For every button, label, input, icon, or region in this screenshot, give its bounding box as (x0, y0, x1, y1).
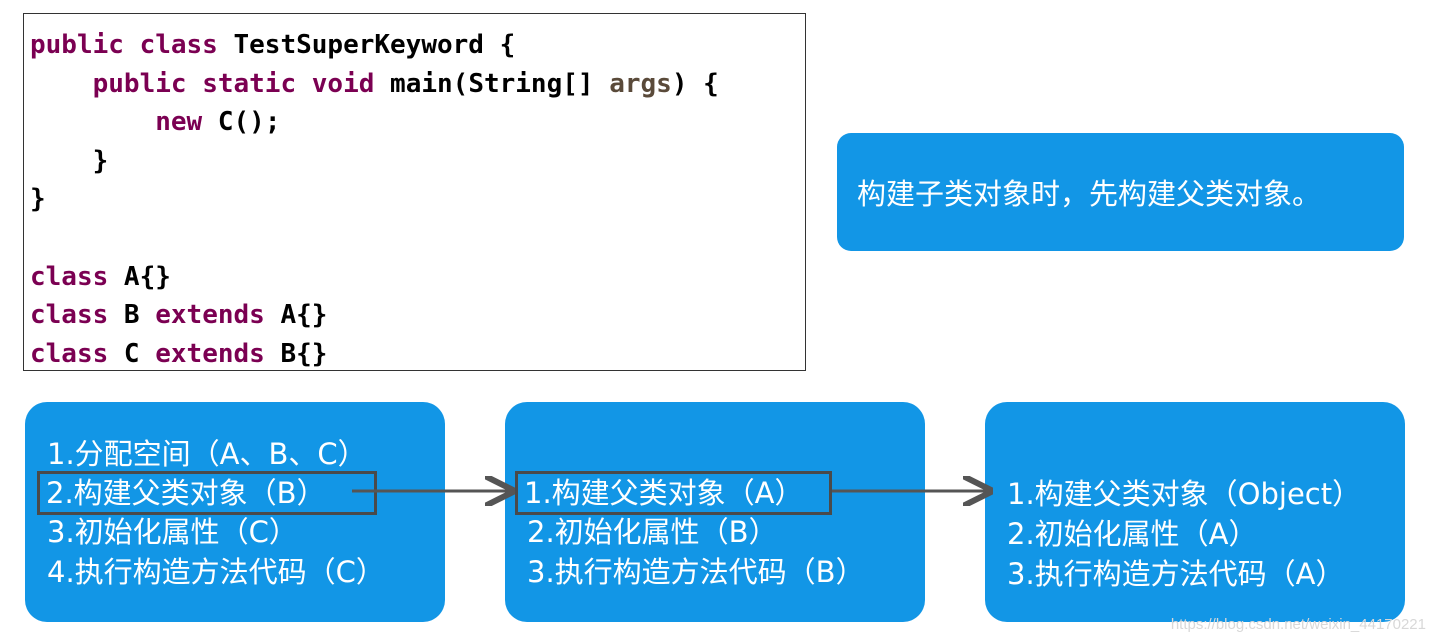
code-line: public static void main(String[] args) { (30, 65, 805, 104)
code-token: B (123, 300, 156, 331)
code-keyword: class (30, 261, 124, 292)
code-token: } (30, 145, 109, 176)
code-line: } (30, 142, 805, 181)
code-panel: public class TestSuperKeyword { public s… (23, 13, 806, 371)
code-keyword: extends (155, 338, 281, 369)
code-keyword: class (30, 300, 124, 331)
code-token: C(); (217, 107, 281, 138)
code-line: class B extends A{} (30, 296, 805, 335)
code-token: args (609, 68, 672, 99)
step-b-1-highlight: 1.构建父类对象（A） (515, 471, 832, 515)
code-keyword: public static void (92, 68, 391, 99)
step-box-c: 1.分配空间（A、B、C） 2.构建父类对象（B） 3.初始化属性（C） 4.执… (25, 402, 445, 622)
code-line: } (30, 180, 805, 219)
code-keyword: new (155, 107, 218, 138)
code-keyword: extends (155, 300, 281, 331)
step-box-b: 1.构建父类对象（A） 2.初始化属性（B） 3.执行构造方法代码（B） (505, 402, 925, 622)
step-c-2-highlight: 2.构建父类对象（B） (37, 471, 377, 515)
note-text: 构建子类对象时，先构建父类对象。 (857, 177, 1322, 211)
code-line: class A{} (30, 258, 805, 297)
step-a-2: 2.初始化属性（A） (1007, 517, 1258, 551)
step-c-4: 4.执行构造方法代码（C） (47, 555, 385, 589)
step-box-a: 1.构建父类对象（Object） 2.初始化属性（A） 3.执行构造方法代码（A… (985, 402, 1405, 622)
step-a-3: 3.执行构造方法代码（A） (1007, 557, 1345, 591)
code-token: B{} (280, 338, 328, 369)
code-token: main(String[] (390, 68, 610, 99)
code-token: TestSuperKeyword { (233, 30, 516, 60)
code-line: class C extends B{} (30, 335, 805, 374)
code-line: new C(); (30, 103, 805, 142)
code-line: public class TestSuperKeyword { (30, 26, 805, 65)
watermark: https://blog.csdn.net/weixin_44170221 (1170, 616, 1426, 633)
code-token: } (30, 184, 46, 215)
step-b-2: 2.初始化属性（B） (527, 515, 778, 549)
code-token: A{} (280, 300, 328, 331)
note-box: 构建子类对象时，先构建父类对象。 (837, 133, 1404, 251)
code-keyword: class (30, 338, 124, 369)
step-b-3: 3.执行构造方法代码（B） (527, 555, 865, 589)
code-token: A{} (123, 261, 171, 292)
step-a-1: 1.构建父类对象（Object） (1007, 477, 1362, 511)
code-token: C (123, 338, 156, 369)
step-c-1: 1.分配空间（A、B、C） (47, 437, 367, 471)
code-keyword: public class (30, 30, 234, 60)
step-c-3: 3.初始化属性（C） (47, 515, 298, 549)
code-token: ) { (671, 68, 719, 99)
